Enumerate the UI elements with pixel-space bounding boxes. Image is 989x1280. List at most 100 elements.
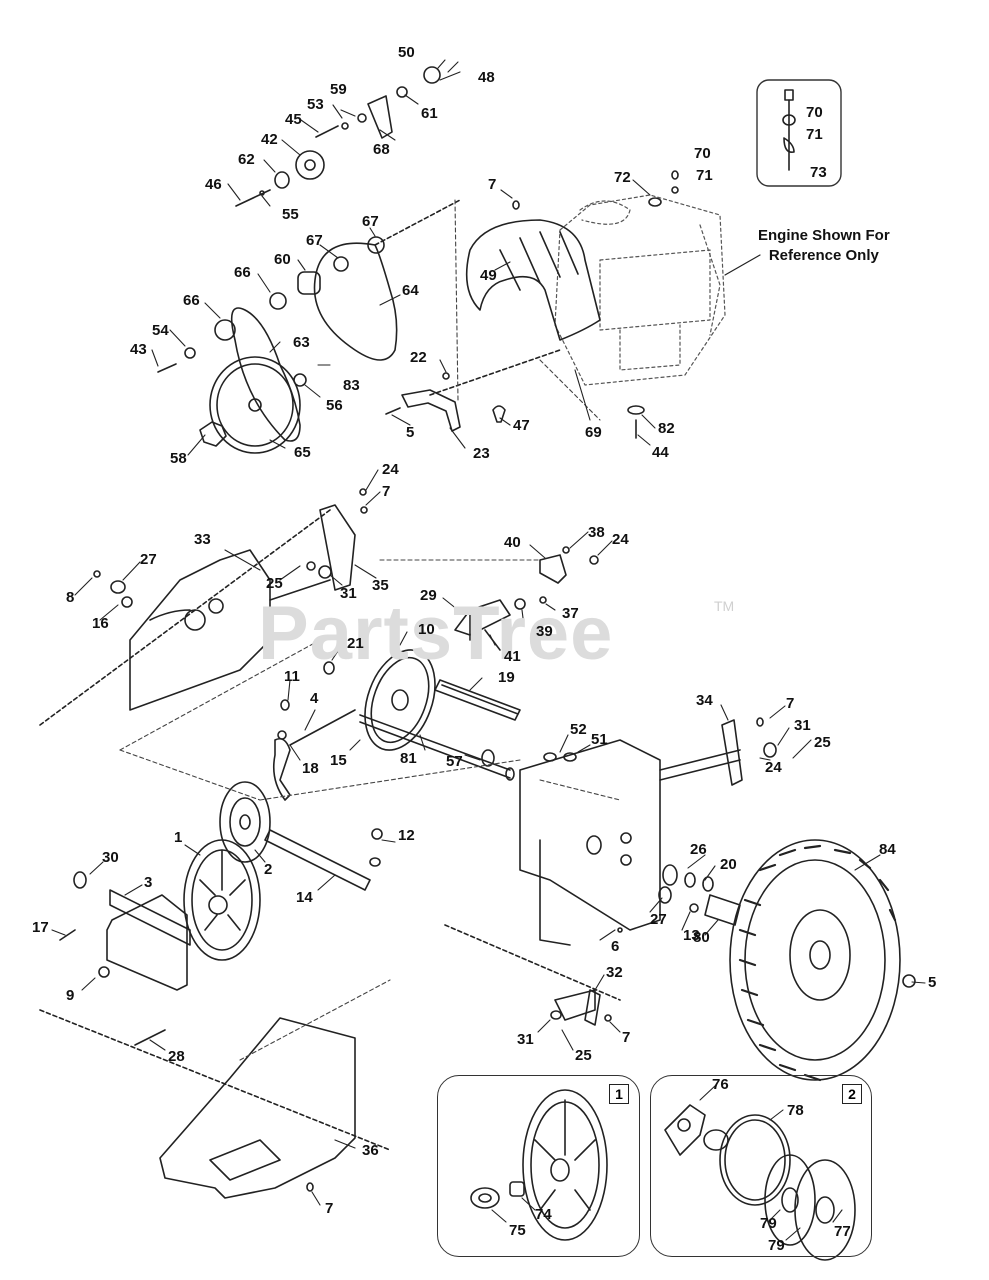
callout-label: 59 bbox=[330, 81, 347, 98]
callout-label: 12 bbox=[398, 827, 415, 844]
callout-label: 9 bbox=[66, 987, 75, 1004]
callout-label: 14 bbox=[296, 889, 313, 906]
large-pulley bbox=[199, 356, 307, 454]
pin-and-clip-icon bbox=[782, 89, 796, 171]
callout-label: 70 bbox=[694, 145, 711, 162]
callout-label: 15 bbox=[330, 752, 347, 769]
callout-label: 2 bbox=[264, 861, 273, 878]
callout-label: 37 bbox=[562, 605, 579, 622]
callout-label: 1 bbox=[174, 829, 183, 846]
callout-label: 84 bbox=[879, 841, 896, 858]
callout-label: 76 bbox=[712, 1076, 729, 1093]
callout-label: 31 bbox=[340, 585, 357, 602]
callout-label: 82 bbox=[658, 420, 675, 437]
callout-label: 83 bbox=[343, 377, 360, 394]
callout-label: 31 bbox=[517, 1031, 534, 1048]
callout-label: 55 bbox=[282, 206, 299, 223]
hex-shaft bbox=[434, 679, 521, 721]
callout-label: 39 bbox=[536, 623, 553, 640]
transmission-housing bbox=[444, 739, 741, 1001]
callout-label: 78 bbox=[787, 1102, 804, 1119]
inset-1-frame bbox=[437, 1075, 640, 1257]
callout-label: 35 bbox=[372, 577, 389, 594]
callout-label: 44 bbox=[652, 444, 669, 461]
callout-label: 33 bbox=[194, 531, 211, 548]
callout-label: 18 bbox=[302, 760, 319, 777]
inset-1-drive-plate-drawing bbox=[470, 1089, 608, 1241]
callout-label: 27 bbox=[140, 551, 157, 568]
callout-label: 26 bbox=[690, 841, 707, 858]
callout-label: 24 bbox=[765, 759, 782, 776]
callout-label: 65 bbox=[294, 444, 311, 461]
callout-label: 71 bbox=[696, 167, 713, 184]
callout-label: 75 bbox=[509, 1222, 526, 1239]
callout-label: 42 bbox=[261, 131, 278, 148]
callout-label: 16 bbox=[92, 615, 109, 632]
reference-lines bbox=[119, 199, 621, 1061]
belt-cover bbox=[465, 219, 601, 341]
callout-label: 56 bbox=[326, 397, 343, 414]
inset-2-frame bbox=[650, 1075, 872, 1257]
callout-label: 47 bbox=[513, 417, 530, 434]
callout-label: 43 bbox=[130, 341, 147, 358]
callout-label: 77 bbox=[834, 1223, 851, 1240]
callout-label: 48 bbox=[478, 69, 495, 86]
axle-spacers bbox=[658, 864, 741, 926]
callout-label: 72 bbox=[614, 169, 631, 186]
callout-label: 81 bbox=[400, 750, 417, 767]
watermark-trademark: TM bbox=[714, 598, 735, 614]
callout-label: 53 bbox=[307, 96, 324, 113]
callout-label: 32 bbox=[606, 964, 623, 981]
leader-lines bbox=[51, 59, 926, 1241]
callout-label: 25 bbox=[575, 1047, 592, 1064]
bottom-cover bbox=[39, 1009, 391, 1199]
callout-label: 61 bbox=[421, 105, 438, 122]
callout-label: 66 bbox=[234, 264, 251, 281]
callout-label: 67 bbox=[306, 232, 323, 249]
callout-label: 79 bbox=[760, 1215, 777, 1232]
callout-label: 73 bbox=[810, 164, 827, 181]
callout-label: 67 bbox=[362, 213, 379, 230]
callout-label: 7 bbox=[786, 695, 795, 712]
callout-label: 66 bbox=[183, 292, 200, 309]
pulleys-and-spacers bbox=[157, 236, 385, 373]
callout-label: 68 bbox=[373, 141, 390, 158]
inset-2-bearing-drawing bbox=[664, 1104, 856, 1261]
callout-label: 24 bbox=[382, 461, 399, 478]
callout-label: 10 bbox=[418, 621, 435, 638]
callout-label: 31 bbox=[794, 717, 811, 734]
callout-label: 4 bbox=[310, 690, 319, 707]
callout-label: 70 bbox=[806, 104, 823, 121]
drive-plate bbox=[183, 839, 261, 961]
callout-label: 19 bbox=[498, 669, 515, 686]
callout-label: 63 bbox=[293, 334, 310, 351]
callout-label: 36 bbox=[362, 1142, 379, 1159]
callout-label: 25 bbox=[814, 734, 831, 751]
callout-label: 54 bbox=[152, 322, 169, 339]
callout-label: 52 bbox=[570, 721, 587, 738]
callout-label: 8 bbox=[66, 589, 75, 606]
engine-reference-note: Engine Shown For Reference Only bbox=[758, 226, 890, 266]
drive-belts bbox=[230, 199, 461, 442]
callout-label: 69 bbox=[585, 424, 602, 441]
callout-label: 40 bbox=[504, 534, 521, 551]
fastener-inset-frame bbox=[756, 79, 842, 187]
callout-label: 5 bbox=[928, 974, 937, 991]
chute-bracket bbox=[721, 719, 777, 786]
callout-label: 23 bbox=[473, 445, 490, 462]
callout-label: 3 bbox=[144, 874, 153, 891]
callout-label: 17 bbox=[32, 919, 49, 936]
engine-reference-note-line2: Reference Only bbox=[768, 247, 879, 264]
callout-label: 7 bbox=[622, 1029, 631, 1046]
callout-label: 57 bbox=[446, 753, 463, 770]
callout-label: 21 bbox=[347, 635, 364, 652]
callout-label: 29 bbox=[420, 587, 437, 604]
callout-label: 7 bbox=[382, 483, 391, 500]
callout-label: 34 bbox=[696, 692, 713, 709]
callout-label: 51 bbox=[591, 731, 608, 748]
callout-label: 74 bbox=[535, 1206, 552, 1223]
callout-label: 11 bbox=[284, 668, 300, 685]
engine-mount-bolt bbox=[627, 405, 645, 439]
callout-label: 20 bbox=[720, 856, 737, 873]
